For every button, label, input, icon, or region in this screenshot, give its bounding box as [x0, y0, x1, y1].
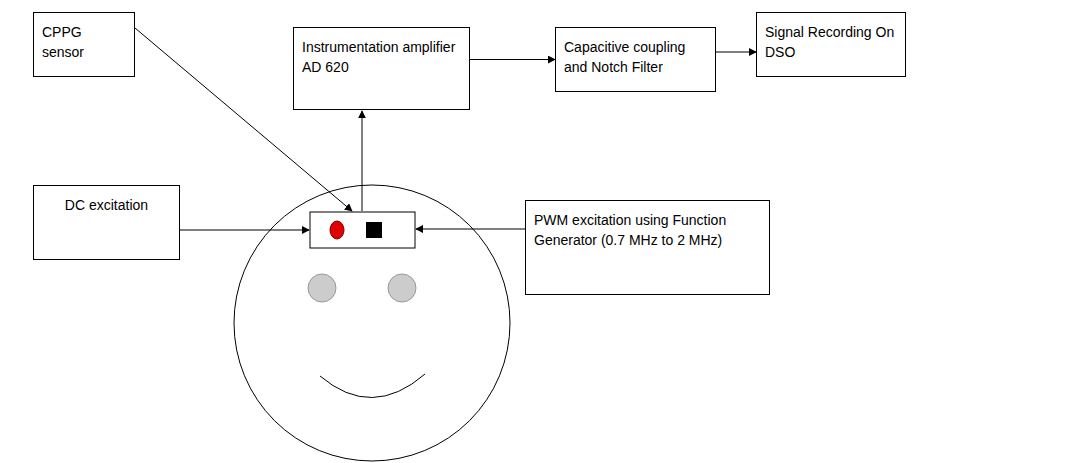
pwm-arrow: [416, 229, 525, 230]
box-label: Instrumentation amplifier AD 620: [302, 37, 461, 78]
process-box: CPPG sensor: [33, 12, 135, 77]
photodiode-symbol: [366, 222, 382, 238]
signal-arrow: [362, 111, 363, 211]
sensor-patch: [310, 212, 415, 248]
eye: [388, 274, 416, 302]
box-label: Capacitive coupling and Notch Filter: [564, 37, 707, 78]
eye: [308, 274, 336, 302]
face-outline: [234, 185, 510, 461]
process-box: Signal Recording On DSO: [756, 12, 906, 77]
smile: [320, 374, 425, 398]
box-label: CPPG sensor: [42, 22, 126, 63]
box-label: Signal Recording On DSO: [765, 22, 897, 63]
led-symbol: [330, 221, 344, 239]
box-label: PWM excitation using Function Generator …: [534, 210, 761, 251]
process-box: PWM excitation using Function Generator …: [525, 200, 770, 295]
flow-arrow: [716, 52, 756, 53]
process-box: Instrumentation amplifier AD 620: [293, 27, 470, 110]
process-box: Capacitive coupling and Notch Filter: [555, 27, 716, 92]
process-box: DC excitation: [33, 185, 180, 260]
flow-arrow: [470, 59, 555, 60]
dc-arrow: [180, 230, 309, 231]
box-label: DC excitation: [42, 195, 171, 215]
